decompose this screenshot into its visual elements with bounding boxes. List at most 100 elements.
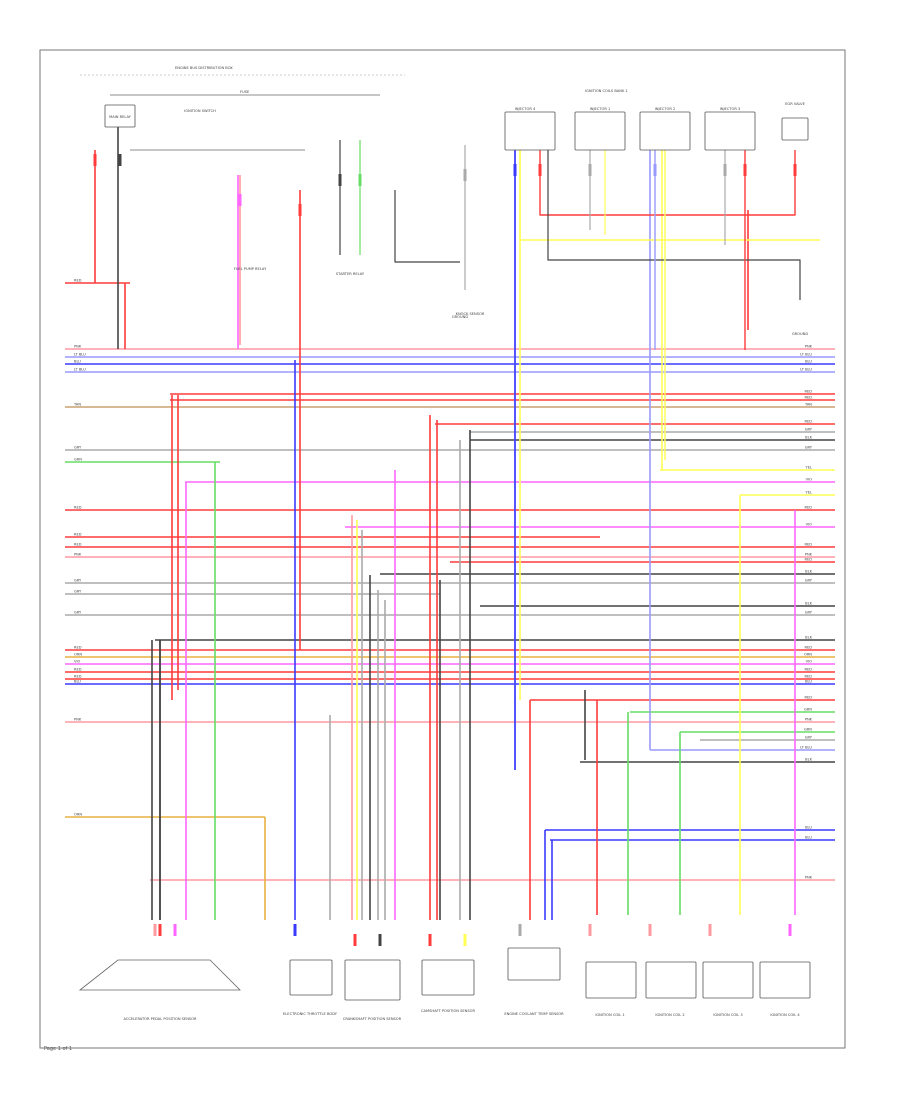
wire-code-right: ORN	[804, 653, 812, 657]
injector-3-box	[704, 111, 756, 151]
coil-2-box	[645, 961, 697, 999]
wire-code-right: GRN	[804, 728, 812, 732]
component-label-ckp-sensor: CRANKSHAFT POSITION SENSOR	[343, 1017, 402, 1021]
wire-code-right: RED	[804, 506, 812, 510]
injector-power	[539, 150, 796, 216]
wire-code-right: BLK	[805, 758, 812, 762]
wire-code-right: RED	[804, 696, 812, 700]
wire-code-right: RED	[804, 668, 812, 672]
ckp-sensor-box	[344, 959, 401, 1001]
throttle-body-box	[289, 959, 333, 996]
wire-code-right: YEL	[806, 491, 812, 495]
wire-code-left: BLU	[74, 360, 81, 364]
connector-pin	[173, 924, 177, 936]
component-label-injector-3: INJECTOR 3	[720, 107, 741, 111]
connector-pin	[338, 174, 342, 186]
page-number: Page 1 of 1	[44, 1046, 73, 1052]
wire-code-right: BLK	[805, 602, 812, 606]
connector-pin	[788, 924, 792, 936]
connector-pin	[118, 154, 122, 166]
wire-code-right: PNK	[805, 876, 813, 880]
coil-3-box	[702, 961, 754, 999]
wire-code-left: ORN	[74, 653, 82, 657]
wire-code-right: VIO	[806, 478, 813, 482]
wire-code-right: GRY	[805, 446, 813, 450]
wire-code-right: RED	[804, 390, 812, 394]
component-label-throttle-body: ELECTRONIC THROTTLE BODY	[283, 1012, 338, 1016]
wire-code-right: LT BLU	[800, 746, 812, 750]
wire-code-left: RED	[74, 646, 82, 650]
wire-code-right: TAN	[804, 403, 812, 407]
coil-1-box	[585, 961, 637, 999]
wire-layer	[65, 120, 835, 946]
connector-pin	[723, 164, 727, 176]
wire-code-right: GRY	[805, 579, 813, 583]
wire-code-left: PNK	[74, 553, 82, 557]
wire-code-right: LT BLU	[800, 368, 812, 372]
component-label-coil-2: IGNITION COIL 2	[655, 1013, 684, 1017]
wire-code-right: VIO	[806, 523, 813, 527]
header-top-bus: ENGINE BUS DISTRIBUTION BOX	[175, 66, 233, 70]
connector-pin	[158, 924, 162, 936]
connector-pin	[648, 924, 652, 936]
connector-pin	[238, 194, 242, 206]
connector-pin	[653, 164, 657, 176]
component-label-egr-valve: EGR VALVE	[785, 102, 805, 106]
wire-code-right: PNK	[805, 718, 813, 722]
wire-code-right: BLK	[805, 570, 812, 574]
connector-pin	[463, 169, 467, 181]
wire-code-right: PNK	[805, 345, 813, 349]
wire-code-right: BLK	[805, 436, 812, 440]
component-label-fuel-pump-relay: FUEL PUMP RELAY	[234, 267, 267, 271]
component-label-ect-sensor: ENGINE COOLANT TEMP SENSOR	[504, 1012, 564, 1016]
wire-code-right: VIO	[806, 660, 813, 664]
component-label-pedal-sensor: ACCELERATOR PEDAL POSITION SENSOR	[124, 1017, 197, 1021]
wire-code-left: GRY	[74, 611, 82, 615]
connector-pin	[708, 924, 712, 936]
connector-pin	[428, 934, 432, 946]
wire-code-left: PNK	[74, 718, 82, 722]
component-label-coil-3: IGNITION COIL 3	[713, 1013, 742, 1017]
wire-code-left: RED	[74, 533, 82, 537]
component-label-ground-1: GROUND	[792, 332, 808, 336]
connector-pin	[518, 924, 522, 936]
header-ign-coil-group: IGNITION COILS BANK 1	[585, 89, 628, 93]
connector-pin	[298, 204, 302, 216]
wire-code-right: RED	[804, 420, 812, 424]
component-label-ign-switch: IGNITION SWITCH	[184, 109, 216, 113]
wire-code-left: ORN	[74, 813, 82, 817]
wire-code-left: TAN	[73, 403, 81, 407]
wire-code-right: PNK	[805, 553, 813, 557]
wire-code-left: VIO	[74, 660, 81, 664]
coil-4-box	[759, 961, 811, 999]
label-layer: ENGINE BUS DISTRIBUTION BOX FUSE IGNITION …	[73, 66, 813, 1021]
wire-code-right: GRY	[805, 428, 813, 432]
wire-code-left: GRY	[74, 579, 82, 583]
wire-code-left: LT BLU	[74, 368, 86, 372]
cmp-sensor-box	[421, 959, 475, 996]
component-layer	[78, 74, 811, 1001]
injector-feed	[519, 150, 820, 241]
component-label-injector-4: INJECTOR 4	[515, 107, 536, 111]
component-label-knock-sensor: KNOCK SENSOR	[456, 312, 485, 316]
connector-pin	[588, 164, 592, 176]
connector-pin	[793, 164, 797, 176]
connector-pin	[538, 164, 542, 176]
diagram-frame	[39, 49, 846, 1049]
connector-pin	[358, 174, 362, 186]
connector-pin	[378, 934, 382, 946]
wire-code-left: GRY	[74, 590, 82, 594]
wire-code-right: GRY	[805, 736, 813, 740]
wire-code-right: YEL	[806, 466, 812, 470]
wire-code-left: RED	[74, 543, 82, 547]
wire-code-right: LT BLU	[800, 353, 812, 357]
header-fuse-label: FUSE	[240, 90, 250, 94]
wire-code-right: BLU	[805, 680, 812, 684]
wire-code-left: GRY	[74, 446, 82, 450]
wire-code-left: LT BLU	[74, 353, 86, 357]
egr-valve-box	[781, 117, 809, 141]
wire-code-right: RED	[804, 543, 812, 547]
connector-pin	[588, 924, 592, 936]
component-label-starter-relay: STARTER RELAY	[336, 272, 365, 276]
